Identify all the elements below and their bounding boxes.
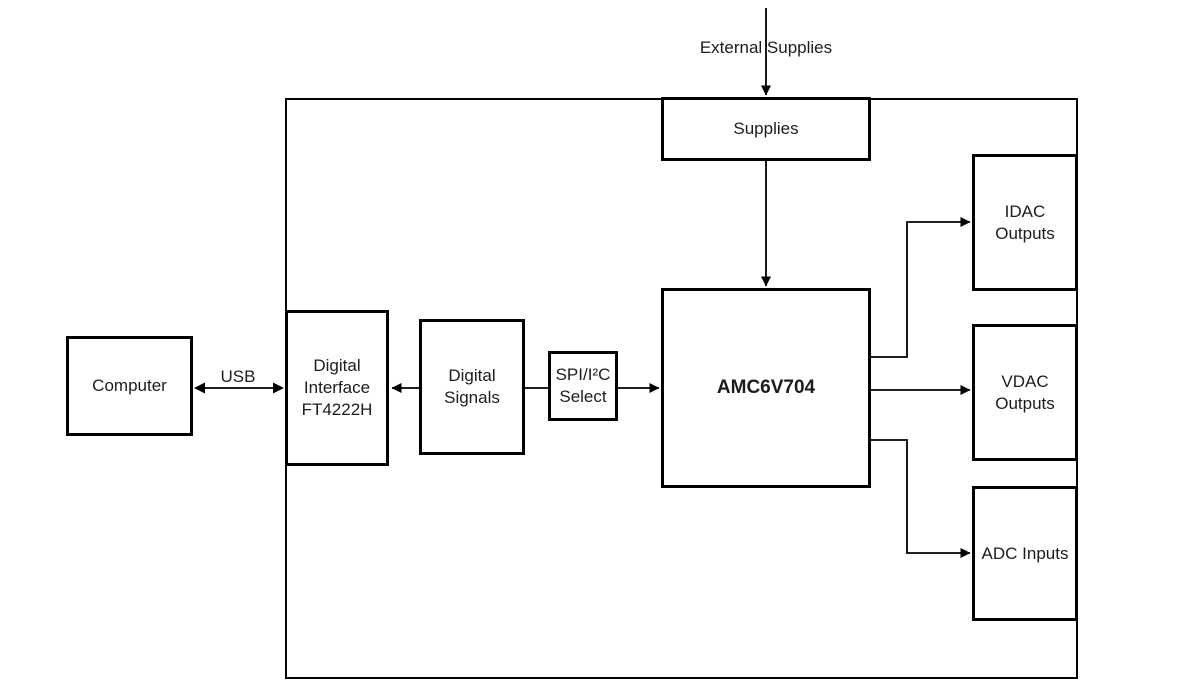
block-vdac-outputs: VDAC Outputs [972,324,1078,461]
usb-arrowhead-right [273,382,284,394]
block-spi-i2c-select-label: SPI/I²C Select [555,365,611,406]
label-external-supplies: External Supplies [699,38,833,57]
block-idac-outputs-label: IDAC Outputs [995,201,1055,243]
usb-arrowhead-left [194,382,205,394]
connector-amc6v704-to-adc-inputs [871,439,971,558]
block-adc-inputs-label: ADC Inputs [981,543,1069,563]
block-supplies: Supplies [661,97,871,161]
block-vdac-outputs-label: VDAC Outputs [995,371,1055,413]
block-spi-i2c-select: SPI/I²C Select [548,351,618,421]
block-amc6v704: AMC6V704 [661,288,871,488]
block-digital-interface-label: Digital Interface FT4222H [301,356,373,419]
block-digital-interface-ft4222h: Digital Interface FT4222H [285,310,389,466]
block-supplies-label: Supplies [733,119,799,139]
block-computer: Computer [66,336,193,436]
label-usb: USB [220,367,256,386]
block-digital-signals: Digital Signals [419,319,525,455]
block-adc-inputs: ADC Inputs [972,486,1078,621]
block-amc6v704-label: AMC6V704 [716,376,816,398]
block-idac-outputs: IDAC Outputs [972,154,1078,291]
block-computer-label: Computer [92,376,167,396]
connector-amc6v704-to-idac-outputs [871,217,971,358]
block-digital-signals-label: Digital Signals [444,366,500,407]
